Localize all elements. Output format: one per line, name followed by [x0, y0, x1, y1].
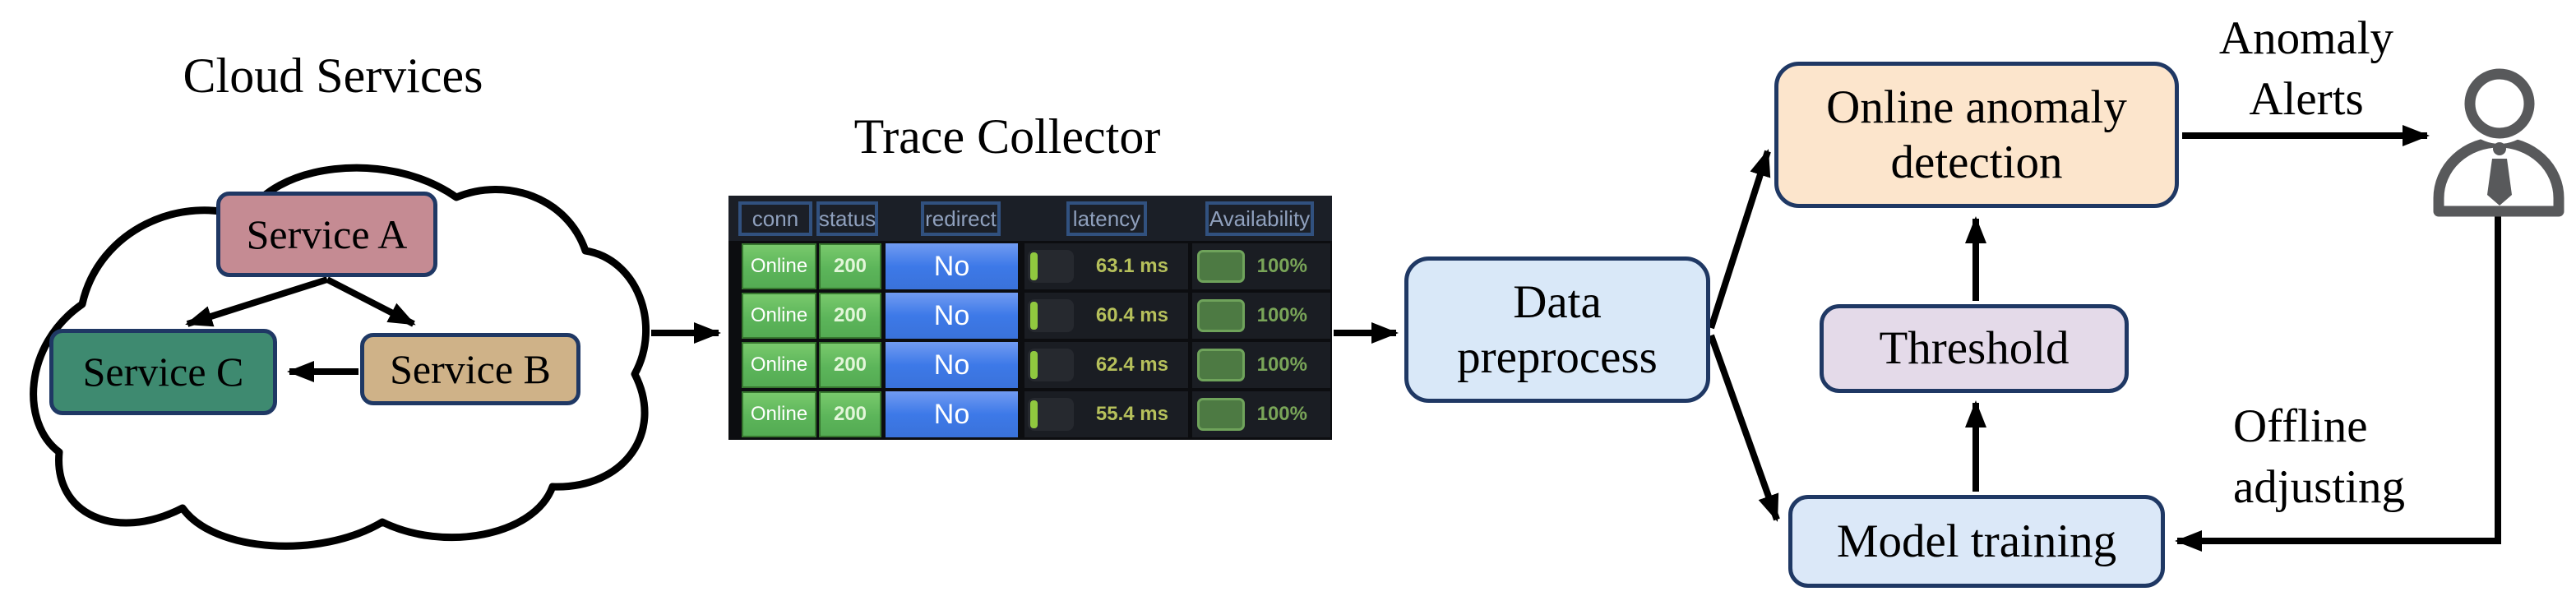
- cell-status: 200: [819, 243, 881, 289]
- cell-status: 200: [819, 342, 881, 388]
- latency-bar: [1028, 349, 1074, 381]
- cell-availability: 100%: [1192, 243, 1330, 289]
- cell-redirect: No: [886, 293, 1018, 339]
- cell-redirect: No: [886, 243, 1018, 289]
- anomaly-alerts-label: Anomaly Alerts: [2218, 12, 2394, 126]
- availability-bar: [1197, 398, 1245, 431]
- cell-conn: Online: [742, 391, 816, 437]
- column-header-availability: Availability: [1205, 201, 1314, 236]
- trace-collector-table: conn status redirect latency Availabilit…: [728, 196, 1332, 440]
- cell-conn: Online: [742, 293, 816, 339]
- table-row: Online 200 No 63.1 ms 100%: [728, 243, 1332, 289]
- availability-bar: [1197, 299, 1245, 332]
- arrow-preprocess-to-detection: [1708, 149, 1771, 330]
- cell-status: 200: [819, 391, 881, 437]
- service-c-node: Service C: [49, 329, 277, 415]
- cell-availability: 100%: [1192, 391, 1330, 437]
- cell-conn: Online: [742, 243, 816, 289]
- table-row: Online 200 No 62.4 ms 100%: [728, 342, 1332, 388]
- model-training-node: Model training: [1788, 495, 2165, 588]
- arrow-a-to-c: [185, 276, 329, 327]
- service-b-node: Service B: [360, 333, 580, 405]
- service-a-label: Service A: [246, 210, 408, 257]
- service-b-label: Service B: [390, 345, 551, 392]
- person-head: [2464, 68, 2535, 139]
- column-header-conn: conn: [738, 201, 812, 236]
- cell-latency: 63.1 ms: [1024, 243, 1188, 289]
- cell-availability: 100%: [1192, 342, 1330, 388]
- cloud-services-title: Cloud Services: [183, 49, 483, 103]
- arrow-a-to-b: [326, 276, 416, 327]
- cell-latency: 60.4 ms: [1024, 293, 1188, 339]
- latency-bar: [1028, 250, 1074, 283]
- trace-collector-title: Trace Collector: [853, 109, 1161, 164]
- cell-availability: 100%: [1192, 293, 1330, 339]
- table-header-row: conn status redirect latency Availabilit…: [728, 196, 1332, 241]
- cloud-shape: [30, 164, 650, 550]
- threshold-node: Threshold: [1820, 304, 2129, 393]
- cell-latency: 62.4 ms: [1024, 342, 1188, 388]
- offline-adjusting-label: Offline adjusting: [2233, 400, 2405, 514]
- column-header-redirect: redirect: [921, 201, 1001, 236]
- tie-knot: [2493, 142, 2506, 155]
- service-a-node: Service A: [216, 192, 437, 277]
- cell-latency: 55.4 ms: [1024, 391, 1188, 437]
- tie-icon: [2487, 159, 2512, 206]
- service-c-label: Service C: [82, 349, 244, 395]
- latency-bar: [1028, 398, 1074, 431]
- cell-redirect: No: [886, 391, 1018, 437]
- arrow-preprocess-to-training: [1708, 334, 1780, 522]
- cell-conn: Online: [742, 342, 816, 388]
- cell-status: 200: [819, 293, 881, 339]
- table-row: Online 200 No 55.4 ms 100%: [728, 391, 1332, 437]
- cell-redirect: No: [886, 342, 1018, 388]
- availability-bar: [1197, 349, 1245, 381]
- operator-icon: [2433, 63, 2564, 217]
- latency-bar: [1028, 299, 1074, 332]
- table-row: Online 200 No 60.4 ms 100%: [728, 293, 1332, 339]
- online-anomaly-detection-node: Online anomaly detection: [1774, 62, 2179, 208]
- column-header-latency: latency: [1066, 201, 1147, 236]
- availability-bar: [1197, 250, 1245, 283]
- arrow-operator-to-training: [2175, 215, 2501, 552]
- column-header-status: status: [816, 201, 878, 236]
- data-preprocess-node: Data preprocess: [1404, 256, 1710, 403]
